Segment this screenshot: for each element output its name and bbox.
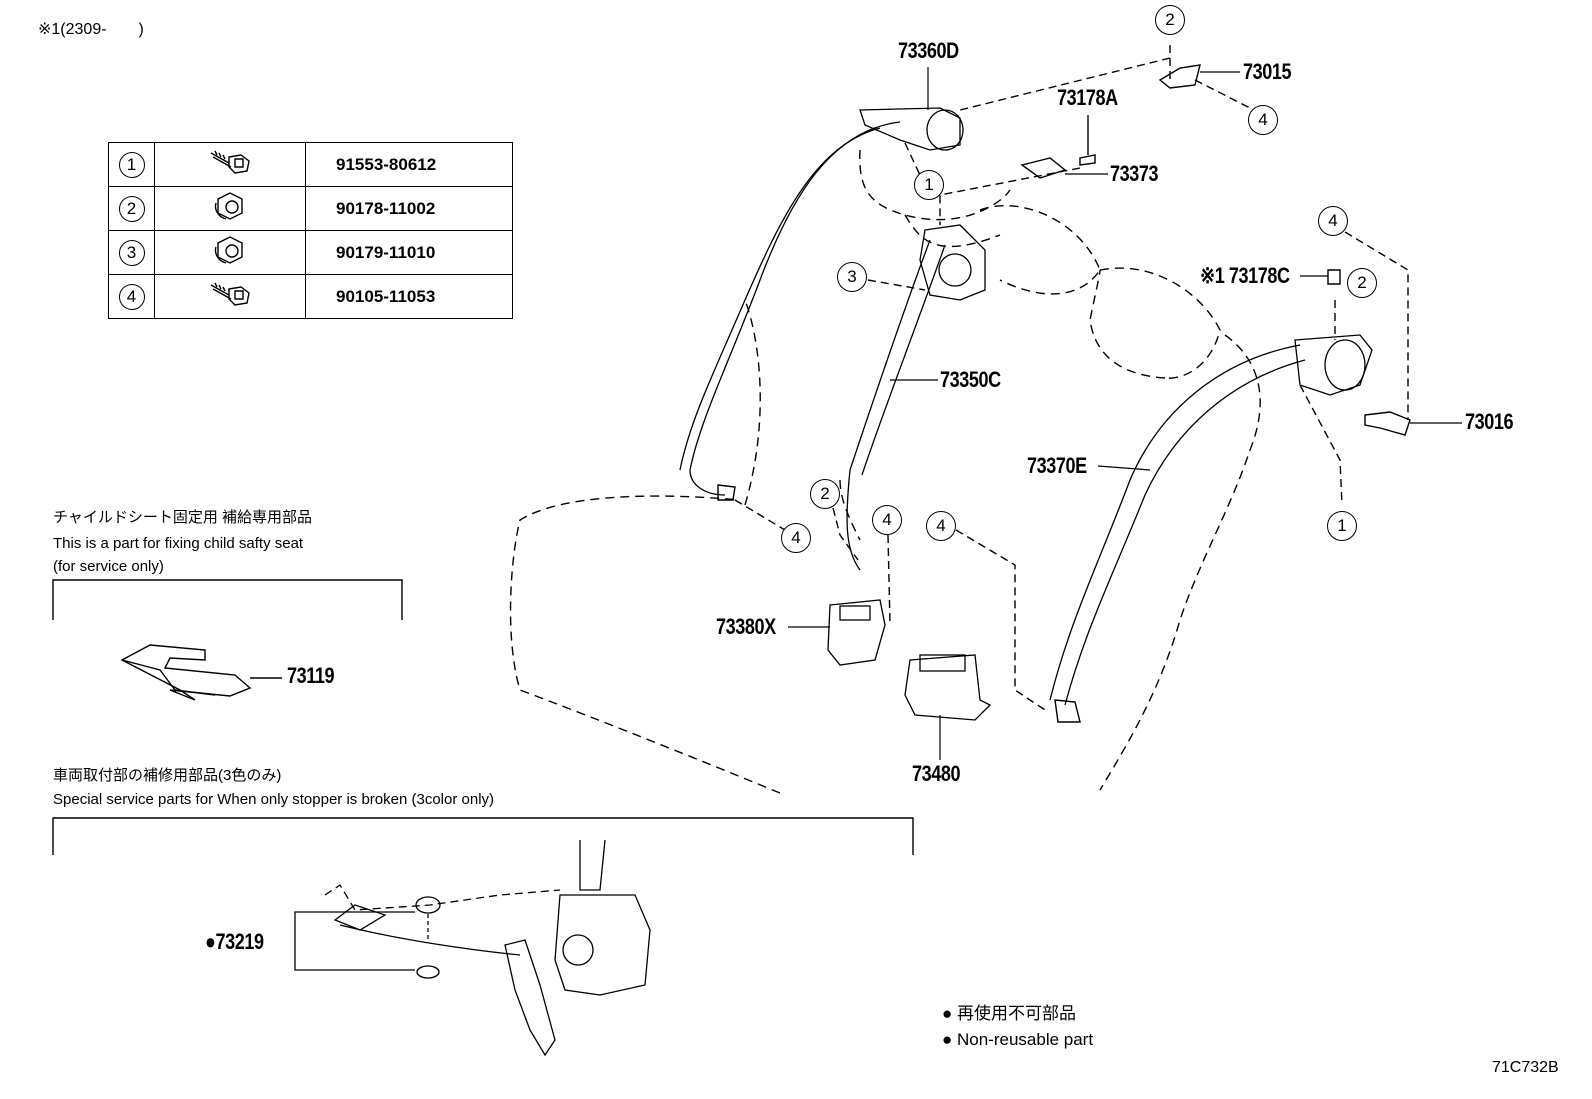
flange-bolt-icon bbox=[207, 282, 253, 313]
legend-jp: ● 再使用不可部品 bbox=[942, 1004, 1076, 1023]
fastener-row: 1 91553-80612 bbox=[108, 142, 513, 187]
figure-code: 71C732B bbox=[1492, 1059, 1559, 1076]
fastener-row: 2 90178-11002 bbox=[108, 186, 513, 231]
part-label-73380X[interactable]: 73380X bbox=[716, 614, 776, 639]
part-label-73219[interactable]: ●73219 bbox=[205, 929, 264, 954]
bracket-73016 bbox=[1364, 411, 1411, 436]
callout-4-top: 4 bbox=[1248, 105, 1278, 135]
part-label-73350C[interactable]: 73350C bbox=[940, 367, 1001, 392]
fastener-ref: 3 bbox=[118, 239, 145, 266]
child-seat-note-jp: チャイルドシート固定用 補給専用部品 bbox=[53, 509, 313, 526]
box-stopper bbox=[52, 817, 914, 855]
buckle-73380X bbox=[827, 599, 886, 666]
flange-nut-icon bbox=[210, 192, 250, 227]
callout-4-left: 4 bbox=[781, 523, 811, 553]
clip-73178A bbox=[1079, 154, 1096, 166]
callout-3: 3 bbox=[837, 262, 867, 292]
child-seat-note-en-1: This is a part for fixing child safty se… bbox=[53, 535, 304, 552]
child-seat-plate-73119 bbox=[120, 644, 282, 701]
fastener-table: 1 91553-80612 2 90178-11002 3 90179-11010 4 901… bbox=[108, 142, 513, 319]
flange-nut-icon bbox=[210, 236, 250, 271]
box-child-seat bbox=[52, 579, 403, 620]
callout-2-top: 2 bbox=[1155, 5, 1185, 35]
fastener-ref: 2 bbox=[118, 195, 145, 222]
leader-lines bbox=[788, 67, 1462, 760]
part-label-73370E[interactable]: 73370E bbox=[1027, 453, 1087, 478]
child-seat-note-en-2: (for service only) bbox=[53, 558, 164, 575]
part-label-73373[interactable]: 73373 bbox=[1110, 161, 1159, 186]
bracket-73015 bbox=[1158, 64, 1201, 89]
fastener-row: 4 90105-11053 bbox=[108, 274, 513, 319]
fastener-part-number[interactable]: 90178-11002 bbox=[305, 186, 513, 231]
callout-4-right: 4 bbox=[1318, 206, 1348, 236]
callout-2-mid: 2 bbox=[810, 479, 840, 509]
callout-4-mid-a: 4 bbox=[872, 505, 902, 535]
retractor-upper bbox=[859, 107, 964, 151]
flange-bolt-icon bbox=[207, 150, 253, 181]
fastener-ref: 1 bbox=[118, 151, 145, 178]
seat-outline bbox=[509, 149, 1261, 794]
stopper-illustration bbox=[294, 839, 651, 1057]
part-label-73480[interactable]: 73480 bbox=[912, 761, 961, 786]
part-label-73360D[interactable]: 73360D bbox=[898, 38, 959, 63]
fastener-part-number[interactable]: 90105-11053 bbox=[305, 274, 513, 319]
cover-73373 bbox=[1020, 157, 1067, 179]
retractor-right bbox=[1294, 334, 1373, 396]
part-label-73016[interactable]: 73016 bbox=[1465, 409, 1514, 434]
fastener-row: 3 90179-11010 bbox=[108, 230, 513, 275]
fastener-part-number[interactable]: 90179-11010 bbox=[305, 230, 513, 275]
callout-2-right: 2 bbox=[1347, 268, 1377, 298]
retractor-center bbox=[919, 224, 986, 301]
fastener-ref: 4 bbox=[118, 283, 145, 310]
legend-en: ● Non-reusable part bbox=[942, 1030, 1094, 1049]
callout-1-right: 1 bbox=[1327, 511, 1357, 541]
buckle-73480 bbox=[904, 654, 992, 721]
part-label-73178A[interactable]: 73178A bbox=[1057, 85, 1118, 110]
part-label-73119[interactable]: 73119 bbox=[287, 663, 335, 688]
belt-webbing bbox=[679, 121, 1306, 706]
leader-dashes bbox=[734, 45, 1409, 711]
stopper-note-en: Special service parts for When only stop… bbox=[53, 791, 495, 808]
part-label-73015[interactable]: 73015 bbox=[1243, 59, 1292, 84]
stopper-note-jp: 車両取付部の補修用部品(3色のみ) bbox=[53, 767, 282, 784]
part-label-73178C[interactable]: ※1 73178C bbox=[1200, 263, 1290, 288]
clip-73178C bbox=[1327, 269, 1341, 285]
callout-1-upper: 1 bbox=[914, 170, 944, 200]
callout-4-mid-b: 4 bbox=[926, 511, 956, 541]
fastener-part-number[interactable]: 91553-80612 bbox=[305, 142, 513, 187]
header-note: ※1(2309- ) bbox=[38, 21, 144, 38]
